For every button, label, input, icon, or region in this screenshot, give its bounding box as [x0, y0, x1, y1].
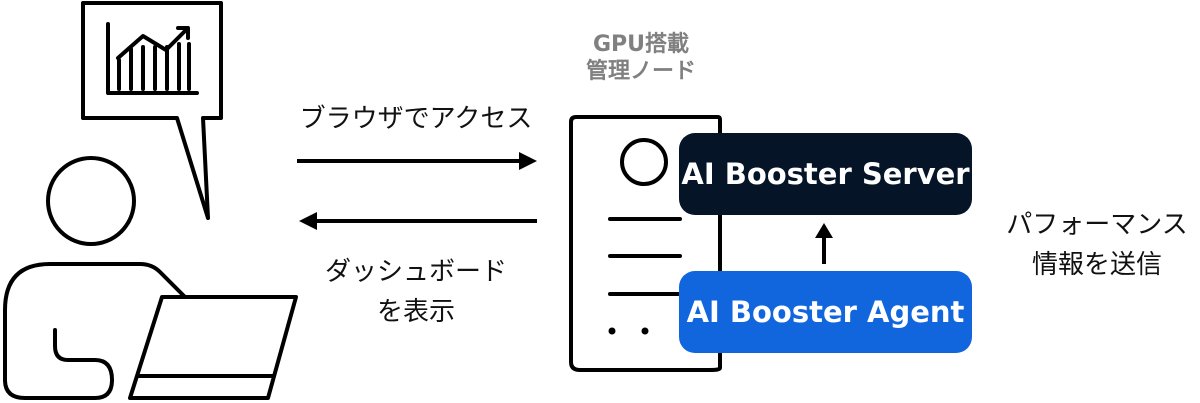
metrics-label-line1: パフォーマンス — [1006, 210, 1188, 240]
speech-bubble — [81, 1, 223, 220]
response-label-line1: ダッシュボード — [324, 257, 508, 287]
arrow-left-icon — [299, 212, 537, 230]
node-label: GPU搭載 管理ノード — [586, 31, 696, 85]
person-body-icon — [3, 262, 187, 400]
ai-booster-server-box: AI Booster Server — [679, 133, 972, 215]
metrics-label-line2: 情報を送信 — [1031, 250, 1163, 280]
arrow-up-icon — [815, 223, 833, 264]
node-label-line2: 管理ノード — [585, 59, 697, 84]
metrics-label: パフォーマンス 情報を送信 — [1006, 205, 1187, 285]
ai-booster-agent-box: AI Booster Agent — [679, 271, 972, 353]
node-label-line1: GPU搭載 — [592, 32, 690, 57]
server-tower-icon — [569, 115, 722, 372]
laptop-icon — [128, 295, 298, 400]
chart-icon — [106, 22, 199, 95]
request-label: ブラウザでアクセス — [299, 104, 533, 134]
arrow-right-icon — [297, 152, 537, 170]
response-label-line2: を表示 — [376, 297, 456, 327]
response-label: ダッシュボード を表示 — [325, 252, 507, 332]
person-head-icon — [46, 156, 136, 246]
